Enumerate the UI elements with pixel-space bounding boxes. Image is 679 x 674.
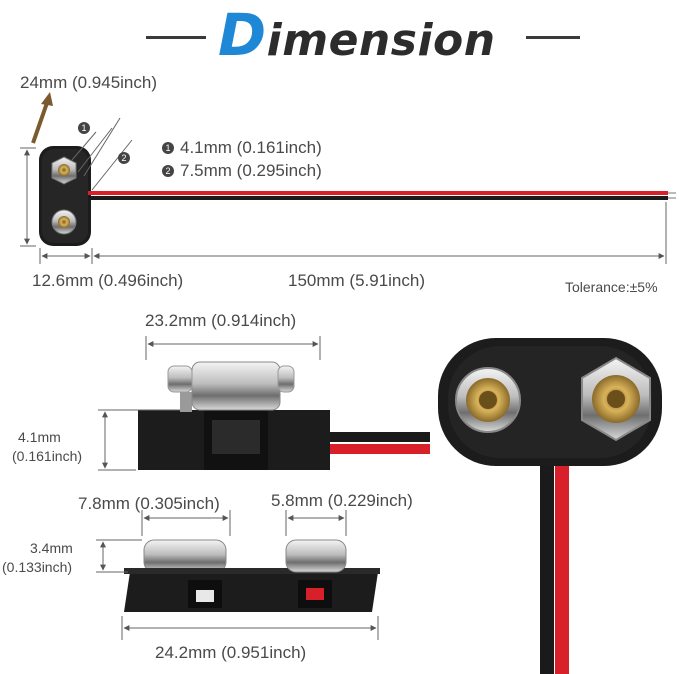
title-banner: Dimension <box>0 0 679 70</box>
page-title: Dimension <box>218 0 496 76</box>
front-small-terminal-dimension <box>285 510 347 536</box>
tolerance-label: Tolerance:±5% <box>565 279 658 295</box>
wire-length-dimension <box>93 202 667 264</box>
front-height-mm-label: 3.4mm <box>30 540 73 556</box>
front-height-inch-label: (0.133inch) <box>2 559 73 575</box>
front-large-terminal-dimension <box>141 510 231 536</box>
front-body-width-dimension <box>121 616 379 640</box>
width-dimension <box>39 248 93 264</box>
side-height-dimension <box>98 409 180 471</box>
front-body-width-label: 24.2mm (0.951inch) <box>155 643 307 662</box>
title-rest: imension <box>266 15 496 66</box>
side-terminal-width-label: 23.2mm (0.914inch) <box>145 311 297 330</box>
top-width-label: 12.6mm (0.496inch) <box>32 271 184 290</box>
title-left-rule <box>146 36 206 39</box>
callout-marker-2: 2 <box>118 150 136 170</box>
top-height-label: 24mm (0.945inch) <box>20 73 158 92</box>
title-right-rule <box>526 36 580 39</box>
callout-marker-1: 1 <box>78 120 96 140</box>
callout-lines <box>71 117 133 191</box>
side-terminal-width-dimension <box>145 336 321 360</box>
snap-connector-top-view <box>39 146 91 246</box>
title-first-letter: D <box>218 1 267 69</box>
side-height-mm-label: 4.1mm <box>18 429 61 445</box>
front-large-terminal-label: 7.8mm (0.305inch) <box>78 494 220 513</box>
front-height-dimension <box>96 539 142 573</box>
front-view-connector <box>124 539 380 612</box>
top-height-dimension <box>20 147 36 247</box>
height-arrow <box>31 92 53 144</box>
side-view-connector <box>138 361 430 470</box>
side-height-inch-label: (0.161inch) <box>12 448 83 464</box>
wire-length-label: 150mm (5.91inch) <box>288 271 426 290</box>
closeup-connector <box>438 338 662 674</box>
wire-pair-top-view <box>88 191 676 200</box>
front-small-terminal-label: 5.8mm (0.229inch) <box>271 491 413 510</box>
